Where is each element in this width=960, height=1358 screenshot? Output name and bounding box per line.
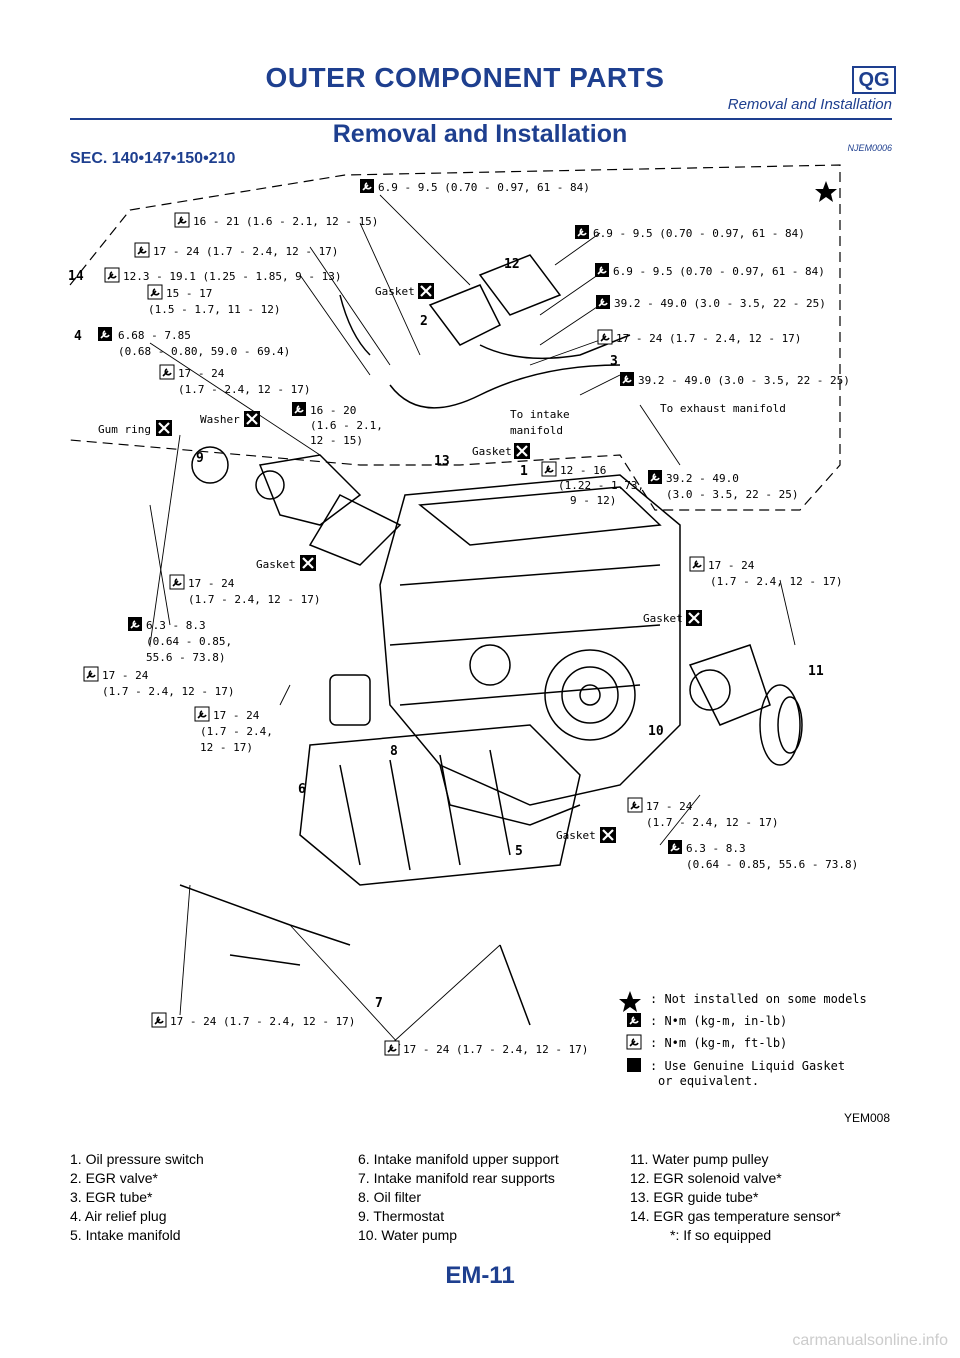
torque-label: 15 - 17 — [166, 287, 212, 300]
torque-label: 39.2 - 49.0 (3.0 - 3.5, 22 - 25) — [614, 297, 826, 310]
page-number: EM-11 — [445, 1262, 515, 1289]
exploded-view-diagram: 6.9 - 9.5 (0.70 - 0.97, 61 - 84) 16 - 21… — [68, 164, 867, 1088]
torque-label: 6.9 - 9.5 (0.70 - 0.97, 61 - 84) — [378, 181, 590, 194]
part-number: 12 — [504, 257, 520, 272]
torque-label: (1.7 - 2.4, 12 - 17) — [102, 685, 234, 698]
part-number: 3 — [610, 354, 618, 369]
torque-label: 17 - 24 — [188, 577, 235, 590]
legend-column-3: 11. Water pump pulley 12. EGR solenoid v… — [630, 1150, 841, 1245]
gasket-label: Gasket — [472, 445, 512, 458]
torque-label: 6.9 - 9.5 (0.70 - 0.97, 61 - 84) — [613, 265, 825, 278]
key-liquid-gasket: : Use Genuine Liquid Gasket — [650, 1059, 845, 1073]
torque-label: (1.7 - 2.4, — [200, 725, 273, 738]
watermark: carmanualsonline.info — [792, 1332, 948, 1349]
legend-item: 9. Thermostat — [358, 1208, 445, 1224]
legend-item: 7. Intake manifold rear supports — [358, 1170, 555, 1186]
torque-label: (1.6 - 2.1, — [310, 419, 383, 432]
gasket-label: Gasket — [256, 558, 296, 571]
to-intake-label: To intake — [510, 408, 570, 421]
torque-label: 17 - 24 (1.7 - 2.4, 12 - 17) — [170, 1015, 355, 1028]
legend-item: 14. EGR gas temperature sensor* — [630, 1208, 841, 1224]
torque-label: 9 - 12) — [570, 494, 616, 507]
washer-label: Washer — [200, 413, 240, 426]
part-number: 5 — [515, 844, 523, 859]
torque-label: 6.9 - 9.5 (0.70 - 0.97, 61 - 84) — [593, 227, 805, 240]
torque-label: 39.2 - 49.0 — [666, 472, 739, 485]
torque-label: (3.0 - 3.5, 22 - 25) — [666, 488, 798, 501]
torque-label: 17 - 24 — [102, 669, 149, 682]
torque-label: 12 - 15) — [310, 434, 363, 447]
key-liquid-gasket-2: or equivalent. — [658, 1074, 759, 1088]
legend-item: 8. Oil filter — [358, 1189, 422, 1205]
torque-label: 55.6 - 73.8) — [146, 651, 225, 664]
part-number: 4 — [74, 329, 82, 344]
torque-label: (1.22 - 1.73, — [558, 479, 644, 492]
torque-label: 16 - 20 — [310, 404, 356, 417]
gasket-label: Gasket — [375, 285, 415, 298]
torque-label: 17 - 24 (1.7 - 2.4, 12 - 17) — [616, 332, 801, 345]
figure-code: YEM008 — [843, 1111, 890, 1125]
part-number: 1 — [520, 464, 528, 479]
torque-label: 6.3 - 8.3 — [686, 842, 746, 855]
legend-item: 3. EGR tube* — [70, 1189, 153, 1205]
legend-item: 1. Oil pressure switch — [70, 1151, 204, 1167]
torque-label: (0.64 - 0.85, 55.6 - 73.8) — [686, 858, 858, 871]
torque-label: (1.7 - 2.4, 12 - 17) — [188, 593, 320, 606]
key-nm-ft: : N•m (kg-m, ft-lb) — [650, 1036, 787, 1050]
legend-item: 6. Intake manifold upper support — [358, 1151, 559, 1167]
key-star: : Not installed on some models — [650, 992, 867, 1006]
legend-item: 12. EGR solenoid valve* — [630, 1170, 782, 1186]
part-number: 6 — [298, 782, 306, 797]
legend-column-2: 6. Intake manifold upper support 7. Inta… — [358, 1150, 559, 1245]
section-title: Removal and Installation — [332, 120, 628, 148]
part-number: 14 — [68, 269, 84, 284]
part-number: 7 — [375, 996, 383, 1011]
torque-label: (0.68 - 0.80, 59.0 - 69.4) — [118, 345, 290, 358]
torque-label: 39.2 - 49.0 (3.0 - 3.5, 22 - 25) — [638, 374, 850, 387]
torque-label: (1.5 - 1.7, 11 - 12) — [148, 303, 280, 316]
engine-badge: QG — [852, 66, 896, 94]
legend-item: 4. Air relief plug — [70, 1208, 167, 1224]
part-number: 13 — [434, 454, 450, 469]
legend-column-1: 1. Oil pressure switch 2. EGR valve* 3. … — [70, 1150, 204, 1245]
part-number: 11 — [808, 664, 824, 679]
torque-label: 17 - 24 (1.7 - 2.4, 12 - 17) — [153, 245, 338, 258]
legend-item: *: If so equipped — [670, 1227, 772, 1243]
to-exhaust-label: To exhaust manifold — [660, 402, 786, 415]
legend-item: 5. Intake manifold — [70, 1227, 181, 1243]
torque-label: 12 - 17) — [200, 741, 253, 754]
legend-item: 2. EGR valve* — [70, 1170, 158, 1186]
header-title: OUTER COMPONENT PARTS — [265, 62, 665, 93]
torque-label: 12 - 16 — [560, 464, 606, 477]
torque-label: 16 - 21 (1.6 - 2.1, 12 - 15) — [193, 215, 378, 228]
legend-item: 11. Water pump pulley — [630, 1151, 769, 1167]
part-number: 10 — [648, 724, 664, 739]
torque-label: (0.64 - 0.85, — [146, 635, 232, 648]
sec-label: SEC. 140•147•150•210 — [70, 150, 236, 167]
key-nm-in: : N•m (kg-m, in-lb) — [650, 1014, 787, 1028]
torque-label: 6.68 - 7.85 — [118, 329, 191, 342]
torque-label: 17 - 24 (1.7 - 2.4, 12 - 17) — [403, 1043, 588, 1056]
torque-label: 17 - 24 — [646, 800, 693, 813]
to-intake-label-2: manifold — [510, 424, 563, 437]
torque-label: (1.7 - 2.4, 12 - 17) — [178, 383, 310, 396]
legend-item: 10. Water pump — [358, 1227, 458, 1243]
legend-item: 13. EGR guide tube* — [630, 1189, 759, 1205]
gasket-label: Gasket — [643, 612, 683, 625]
torque-label: 17 - 24 — [178, 367, 225, 380]
torque-label: 12.3 - 19.1 (1.25 - 1.85, 9 - 13) — [123, 270, 342, 283]
torque-label: 17 - 24 — [708, 559, 755, 572]
gasket-label: Gasket — [556, 829, 596, 842]
reference-code: NJEM0006 — [847, 143, 892, 153]
part-number: 9 — [196, 451, 204, 466]
header-subtitle: Removal and Installation — [727, 96, 892, 113]
part-number: 8 — [390, 744, 398, 759]
torque-label: 6.3 - 8.3 — [146, 619, 206, 632]
torque-label: (1.7 - 2.4, 12 - 17) — [646, 816, 778, 829]
gum-ring-label: Gum ring — [98, 423, 151, 436]
header-divider — [70, 118, 892, 120]
torque-label: 17 - 24 — [213, 709, 260, 722]
part-number: 2 — [420, 314, 428, 329]
torque-label: (1.7 - 2.4, 12 - 17) — [710, 575, 842, 588]
